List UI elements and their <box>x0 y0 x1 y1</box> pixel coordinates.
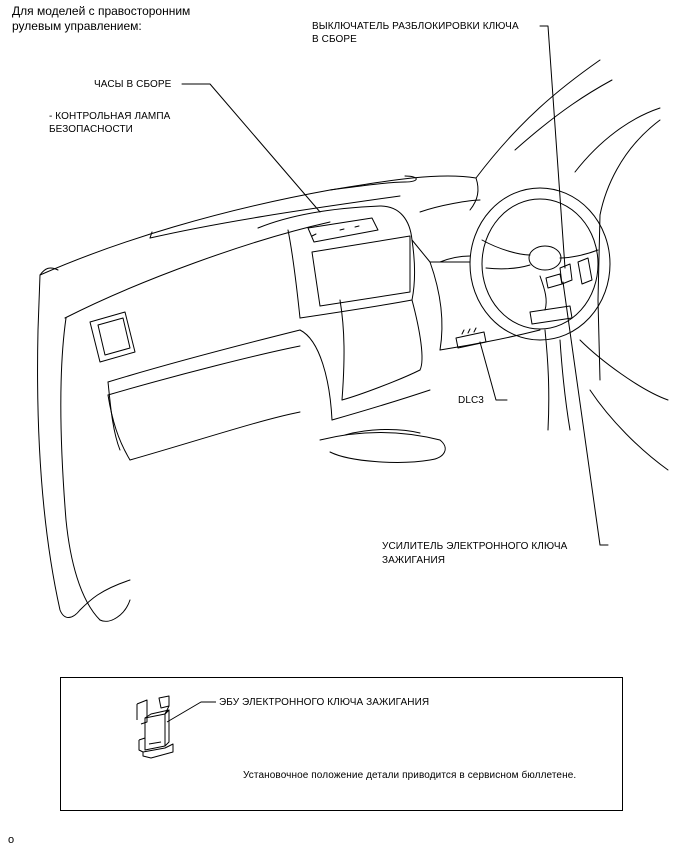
unlock-switch-label-2: В СБОРЕ <box>312 34 357 45</box>
header-line-1: Для моделей с правосторонним <box>12 4 191 18</box>
clock-leader <box>181 83 321 213</box>
inset-note: Установочное положение детали приводится… <box>243 770 577 781</box>
amplifier-leader <box>562 281 609 546</box>
dlc3-label: DLC3 <box>458 395 484 406</box>
ecu-label: ЭБУ ЭЛЕКТРОННОГО КЛЮЧА ЗАЖИГАНИЯ <box>219 697 430 708</box>
footer-code: o <box>8 834 15 846</box>
security-lamp-label-2: БЕЗОПАСНОСТИ <box>49 124 133 135</box>
amplifier-label-1: УСИЛИТЕЛЬ ЭЛЕКТРОННОГО КЛЮЧА <box>382 541 568 552</box>
clock-label: ЧАСЫ В СБОРЕ <box>94 79 172 90</box>
inset-box: ЭБУ ЭЛЕКТРОННОГО КЛЮЧА ЗАЖИГАНИЯ Установ… <box>60 677 623 811</box>
unlock-switch-leader <box>539 25 566 269</box>
amplifier-label-2: ЗАЖИГАНИЯ <box>382 555 446 566</box>
dlc3-leader <box>479 341 508 401</box>
unlock-switch-label-1: ВЫКЛЮЧАТЕЛЬ РАЗБЛОКИРОВКИ КЛЮЧА <box>312 21 519 32</box>
security-lamp-label-1: - КОНТРОЛЬНАЯ ЛАМПА <box>49 111 171 122</box>
header-line-2: рулевым управлением: <box>12 19 142 33</box>
ecu-illustration <box>136 695 216 759</box>
